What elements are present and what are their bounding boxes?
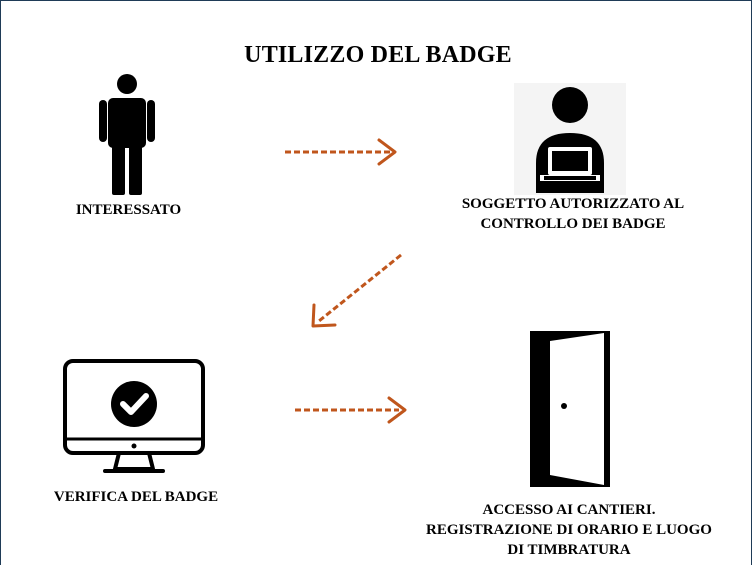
arrow-right-2 [293, 395, 413, 425]
arrow-down-left [301, 249, 411, 334]
node-label-accesso-line1: ACCESSO AI CANTIERI. [482, 502, 656, 518]
node-label-verifica: VERIFICA DEL BADGE [53, 489, 219, 505]
operator-laptop-icon [514, 83, 626, 195]
node-label-accesso-line2: REGISTRAZIONE DI ORARIO E LUOGO [426, 522, 712, 538]
monitor-check-icon [63, 359, 205, 477]
node-label-interessato: INTERESSATO [75, 202, 182, 218]
node-label-soggetto-line1: SOGGETTO AUTORIZZATO AL [461, 196, 685, 212]
node-label-soggetto-line2: CONTROLLO DEI BADGE [480, 216, 666, 232]
diagram-title: UTILIZZO DEL BADGE [244, 42, 512, 68]
door-icon [528, 329, 612, 489]
person-icon [97, 73, 157, 197]
node-label-soggetto: SOGGETTO AUTORIZZATO AL CONTROLLO DEI BA… [433, 194, 713, 234]
node-label-accesso-line3: DI TIMBRATURA [507, 542, 631, 558]
arrow-right-1 [283, 137, 403, 167]
node-label-accesso: ACCESSO AI CANTIERI. REGISTRAZIONE DI OR… [409, 500, 729, 560]
